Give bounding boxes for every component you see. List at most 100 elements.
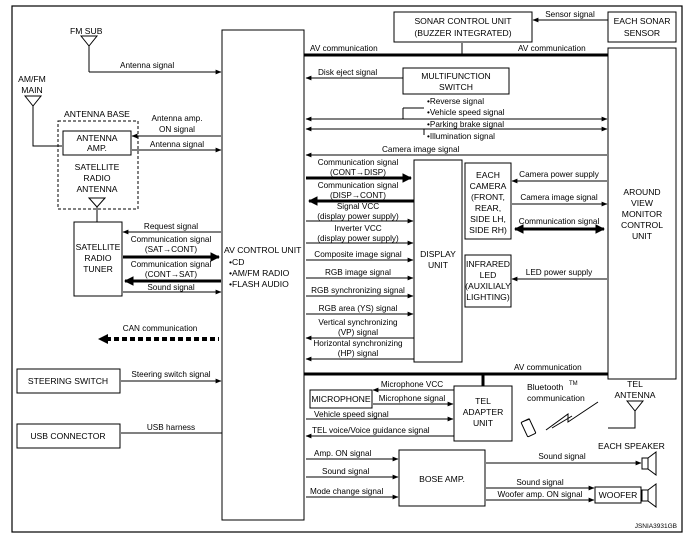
figure-id: JSNIA3931GB: [635, 523, 677, 530]
infrared-led-line2: LED: [480, 270, 497, 280]
phone-icon: [520, 418, 537, 438]
infrared-led-line4: LIGHTING): [466, 292, 510, 302]
inverter-vcc-label1: Inverter VCC: [334, 224, 381, 233]
bluetooth-tm: TM: [569, 381, 578, 387]
sat-radio-antenna-line2: RADIO: [83, 173, 111, 183]
camera-image-label: Camera image signal: [382, 145, 460, 154]
sonar-control-unit-line2: (BUZZER INTEGRATED): [414, 28, 511, 38]
can-arrow-left: [98, 334, 108, 344]
each-camera-line6: SIDE RH): [469, 225, 507, 235]
woofer-label: WOOFER: [599, 490, 638, 500]
rgb-sync-label: RGB synchronizing signal: [311, 286, 405, 295]
comm-cont-disp-label2: (CONT→DISP): [330, 168, 386, 177]
antenna-amp-on-label2: ON signal: [159, 125, 195, 134]
sound-signal-label: Sound signal: [147, 283, 195, 292]
tuner-line3: TUNER: [83, 264, 113, 274]
each-sonar-sensor-box: [607, 11, 677, 43]
bluetooth-label1: Bluetooth: [527, 382, 564, 392]
steering-switch-box: [16, 368, 121, 394]
microphone-box: [309, 389, 373, 409]
avm-line1: AROUND: [623, 187, 660, 197]
antenna-amp-line2: AMP.: [87, 143, 107, 153]
av-control-unit-am-fm: •AM/FM RADIO: [229, 268, 290, 278]
each-camera-line3: (FRONT,: [471, 192, 505, 202]
antenna-amp-box: [62, 130, 132, 156]
sat-antenna-icon: [87, 197, 107, 222]
comm-cont-sat-label2: (CONT→SAT): [145, 270, 197, 279]
sat-radio-antenna-line3: ANTENNA: [76, 184, 117, 194]
antenna-base-box: [57, 120, 139, 210]
antenna-amp-on-label1: Antenna amp.: [152, 114, 203, 123]
speaker-icon: [641, 451, 657, 476]
microphone-vcc-label: Microphone VCC: [381, 380, 443, 389]
tel-antenna-line1: TEL: [627, 379, 643, 389]
rgb-area-label: RGB area (YS) signal: [319, 304, 398, 313]
sonar-control-unit-line1: SONAR CONTROL UNIT: [414, 16, 512, 26]
tel-antenna-icon: [608, 400, 645, 429]
tel-adapter-line3: UNIT: [473, 418, 494, 428]
each-camera-line5: SIDE LH,: [470, 214, 506, 224]
multifunction-switch-box: [402, 67, 510, 95]
sonar-control-unit-box: [393, 11, 533, 43]
av-comm-label-bottom: AV communication: [514, 363, 582, 372]
each-camera-line1: EACH: [476, 170, 500, 180]
tel-adapter-unit-box: [453, 385, 513, 442]
camera-power-label: Camera power supply: [519, 170, 600, 179]
display-unit-box: [413, 159, 463, 363]
av-control-unit-box: [221, 29, 305, 521]
av-comm-label-right: AV communication: [518, 44, 586, 53]
infrared-led-line1: INFRARED: [466, 259, 510, 269]
tel-adapter-line1: TEL: [475, 396, 491, 406]
bose-amp-box: [398, 449, 486, 507]
each-sonar-sensor-line1: EACH SONAR: [614, 16, 671, 26]
steering-switch-label: STEERING SWITCH: [28, 376, 108, 386]
woofer-amp-on-label: Woofer amp. ON signal: [498, 490, 583, 499]
sensor-signal-label: Sensor signal: [545, 10, 595, 19]
display-unit-line1: DISPLAY: [420, 249, 456, 259]
display-unit-line2: UNIT: [428, 260, 449, 270]
can-communication-label: CAN communication: [123, 324, 198, 333]
av-control-unit-flash: •FLASH AUDIO: [229, 279, 289, 289]
multifunction-switch-line2: SWITCH: [439, 82, 473, 92]
am-fm-main-antenna-icon: [23, 95, 62, 147]
request-signal-label: Request signal: [144, 222, 198, 231]
steering-switch-signal-label: Steering switch signal: [131, 370, 210, 379]
sound-signal-bose-label: Sound signal: [322, 467, 370, 476]
each-speaker-label: EACH SPEAKER: [598, 441, 665, 451]
fm-sub-antenna-icon: [79, 35, 99, 72]
speaker-sound-label: Sound signal: [538, 452, 586, 461]
av-control-unit-cd: •CD: [229, 257, 244, 267]
multifunction-switch-line1: MULTIFUNCTION: [421, 71, 491, 81]
illumination-label: •Illumination signal: [427, 132, 495, 141]
av-control-unit-title: AV CONTROL UNIT: [224, 245, 302, 255]
comm-disp-cont-label1: Communication signal: [318, 181, 399, 190]
woofer-box: [594, 486, 642, 504]
horizontal-sync-label2: (HP) signal: [338, 349, 379, 358]
bluetooth-label2: communication: [527, 393, 585, 403]
comm-cont-disp-label1: Communication signal: [318, 158, 399, 167]
mode-change-label: Mode change signal: [310, 487, 383, 496]
composite-image-label: Composite image signal: [314, 250, 402, 259]
microphone-label: MICROPHONE: [311, 394, 370, 404]
avm-line5: UNIT: [632, 231, 653, 241]
diagram-frame: [11, 5, 683, 533]
disk-eject-label: Disk eject signal: [318, 68, 377, 77]
each-camera-line2: CAMERA: [470, 181, 507, 191]
rgb-image-label: RGB image signal: [325, 268, 391, 277]
fm-sub-label: FM SUB: [70, 26, 103, 36]
comm-sat-cont-label1: Communication signal: [131, 235, 212, 244]
antenna-signal-2-label: Antenna signal: [150, 140, 204, 149]
woofer-sound-label: Sound signal: [516, 478, 564, 487]
tel-antenna-line2: ANTENNA: [614, 390, 655, 400]
infrared-led-line3: (AUXILIALY: [465, 281, 511, 291]
usb-connector-label: USB CONNECTOR: [30, 431, 105, 441]
bluetooth-wave-icon-2: [551, 415, 573, 429]
avm-line4: CONTROL: [621, 220, 663, 230]
vertical-sync-label1: Vertical synchronizing: [318, 318, 398, 327]
usb-harness-label: USB harness: [147, 423, 195, 432]
sat-radio-antenna-line1: SATELLITE: [75, 162, 120, 172]
camera-image-2-label: Camera image signal: [520, 193, 598, 202]
am-fm-main-line2: MAIN: [21, 85, 42, 95]
each-camera-box: [464, 162, 512, 240]
